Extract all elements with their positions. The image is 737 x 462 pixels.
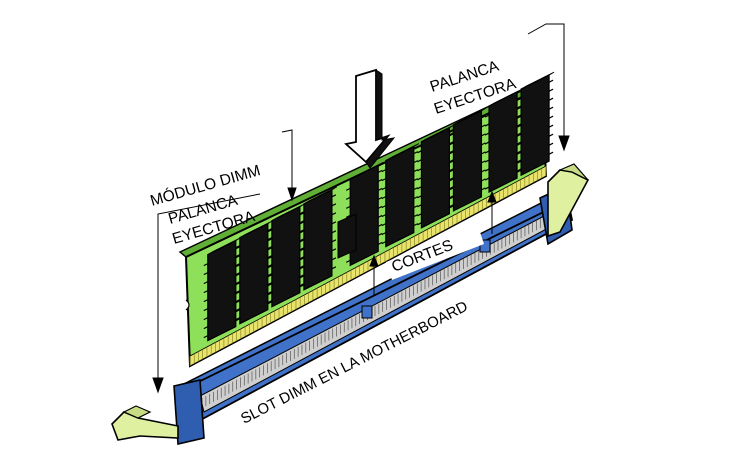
- memory-chip: [449, 107, 487, 212]
- slot-key-2: [479, 239, 491, 253]
- memory-chip: [203, 237, 242, 342]
- pcb-contacts: [189, 165, 547, 367]
- leader-lines: [152, 23, 570, 394]
- dimm-module: [178, 71, 555, 368]
- down-arrow-icon: [344, 68, 396, 169]
- memory-chip: [267, 203, 306, 308]
- slot-key-1: [361, 305, 373, 319]
- left-ejector-lever: [111, 405, 179, 441]
- memory-chip: [484, 88, 523, 194]
- pcb-side-notch-left: [185, 299, 190, 311]
- memory-chip: [345, 162, 384, 267]
- memory-chip: [417, 124, 455, 229]
- memory-chips: [203, 71, 555, 342]
- memory-chip: [299, 186, 338, 291]
- small-chip: [337, 213, 357, 259]
- memory-chip: [381, 143, 420, 248]
- slot-contact-pins: [201, 214, 549, 408]
- memory-chip: [516, 71, 555, 177]
- slot-left-block: [173, 379, 205, 445]
- right-ejector-lever: [547, 163, 590, 238]
